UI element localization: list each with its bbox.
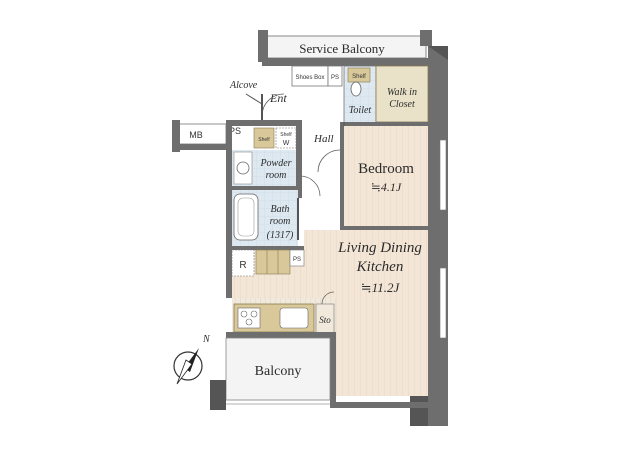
powder-shelf: Shelf Shelf W (253, 127, 297, 149)
compass-ring-icon (173, 351, 203, 381)
washer-label: W (283, 140, 290, 147)
alcove-label: Alcove (229, 80, 258, 91)
wall-corner-top (428, 46, 448, 60)
bath-label-1: Bath (271, 204, 290, 215)
bedroom: Bedroom ≒4.1J (343, 122, 428, 226)
balcony-label: Balcony (255, 364, 302, 379)
kitchen-sink-icon (279, 307, 309, 329)
bedroom-door-arc (317, 149, 341, 173)
wall-bedroom-left (340, 122, 344, 230)
bath-label-2: room (270, 216, 291, 227)
north-label: N (202, 334, 211, 345)
powder-door-arc (299, 175, 321, 197)
ps-label-kitchen: PS (293, 257, 301, 263)
toilet-label: Toilet (349, 105, 372, 116)
compass: N (173, 334, 211, 385)
bedroom-label: Bedroom (358, 161, 414, 177)
wall-kitchen-bottom (226, 332, 336, 338)
wall-bath-bottom (232, 246, 304, 250)
ldk-label-1: Living Dining (337, 240, 422, 256)
sink-icon (236, 161, 250, 175)
balcony: Balcony (210, 337, 331, 410)
service-balcony-label: Service Balcony (299, 41, 385, 56)
wic-label-2: Closet (389, 99, 415, 110)
bath-label-3: (1317) (267, 230, 294, 241)
ps-label-left: PS (229, 126, 241, 136)
mb-label: MB (189, 130, 203, 140)
hall-label: Hall (313, 133, 334, 145)
powder-shelf-label: Shelf (258, 137, 270, 143)
wall-top (262, 58, 434, 66)
service-balcony: Service Balcony (258, 30, 432, 62)
wall-ldk-bottom (330, 402, 430, 408)
toilet-bowl-icon (350, 81, 362, 97)
walk-in-closet: Walk in Closet (375, 65, 429, 123)
wall-wet-top (226, 120, 302, 126)
wall-wet-right (296, 120, 302, 198)
w-shelf-label: Shelf (280, 132, 292, 138)
shoes-box-label: Shoes Box (295, 75, 324, 81)
fridge-label: R (239, 260, 246, 271)
powder-room: Powder room (232, 150, 296, 186)
exterior-wall-right (428, 46, 448, 426)
alcove-pointer (245, 93, 263, 105)
wall-corner-bottom (410, 396, 428, 426)
ldk-size: ≒11.2J (361, 280, 401, 295)
wall-bedroom-top (340, 122, 430, 126)
wall-wet-left (226, 124, 232, 298)
bathtub-icon (233, 193, 259, 241)
wall-ldk-left (330, 338, 336, 408)
wic-label-1: Walk in (387, 87, 417, 98)
stove-icon (237, 307, 261, 329)
right-windows (439, 139, 447, 339)
mb-area: MB PS (172, 120, 241, 152)
ps-label-top: PS (331, 75, 339, 81)
entrance-area: Shoes Box PS Ent (261, 65, 344, 126)
ent-label: Ent (269, 91, 287, 105)
toilet-room: Shelf Toilet (343, 65, 377, 125)
powder-label-1: Powder (259, 158, 291, 169)
powder-label-2: room (266, 170, 287, 181)
bedroom-size: ≒4.1J (371, 180, 402, 194)
toilet-shelf-label: Shelf (352, 74, 366, 80)
wall-powder-bath (232, 186, 296, 190)
wall-bedroom-bottom (340, 226, 430, 230)
bathroom: Bath room (1317) (232, 190, 299, 246)
storage-label: Sto (319, 315, 331, 325)
ldk-label-2: Kitchen (356, 259, 404, 275)
